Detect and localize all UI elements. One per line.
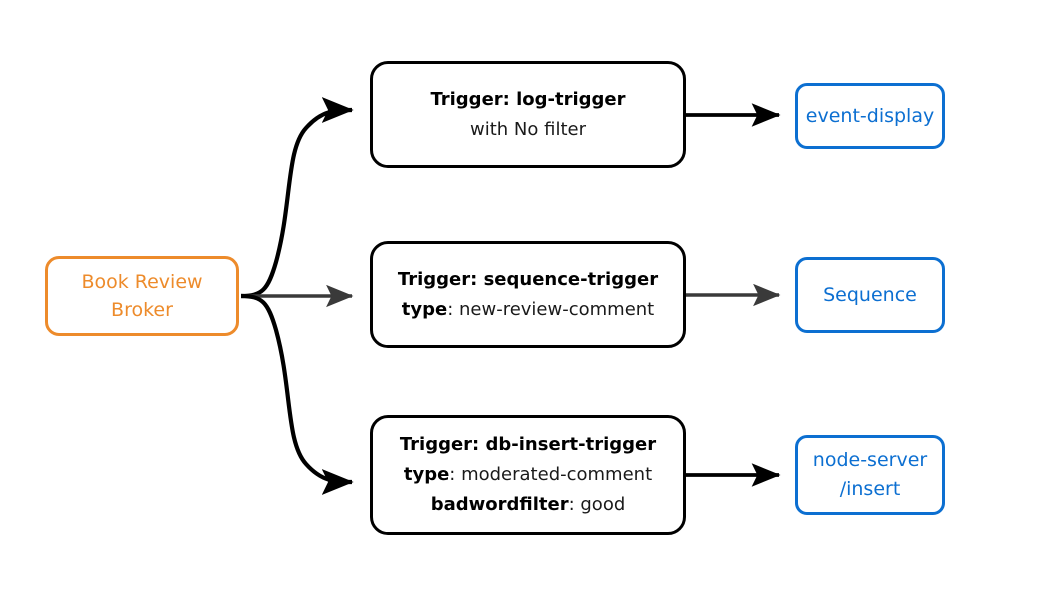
sink-label-node-server: node-server [812,449,928,471]
sink-label-event-display: event-display [805,104,935,127]
sink-node-event-display[interactable]: event-display [795,83,945,149]
trigger-node-db-insert-trigger[interactable]: Trigger: db-insert-trigger type: moderat… [370,415,686,535]
trigger-detail-sequence-trigger: type: new-review-comment [401,298,655,320]
sink-label-insert-path: /insert [839,478,901,500]
trigger-node-log-trigger[interactable]: Trigger: log-trigger with No filter [370,61,686,168]
sink-node-node-server-insert[interactable]: node-server /insert [795,435,945,515]
trigger-extra-db-insert-trigger: badwordfilter: good [430,494,626,515]
sink-node-sequence[interactable]: Sequence [795,257,945,333]
trigger-title-db-insert-trigger: Trigger: db-insert-trigger [399,434,657,455]
sink-label-sequence: Sequence [823,283,917,306]
edge-broker-to-db-insert-trigger [240,293,354,496]
broker-label-line-2: Broker [111,299,173,321]
trigger-detail-db-insert-trigger: type: moderated-comment [403,464,653,485]
broker-label-line-1: Book Review [81,271,203,293]
trigger-node-sequence-trigger[interactable]: Trigger: sequence-trigger type: new-revi… [370,241,686,348]
edge-broker-to-log-trigger [240,96,354,299]
broker-node-book-review-broker[interactable]: Book Review Broker [45,256,239,336]
trigger-title-log-trigger: Trigger: log-trigger [430,88,626,110]
trigger-detail-log-trigger: with No filter [470,118,586,140]
trigger-title-sequence-trigger: Trigger: sequence-trigger [397,268,659,290]
